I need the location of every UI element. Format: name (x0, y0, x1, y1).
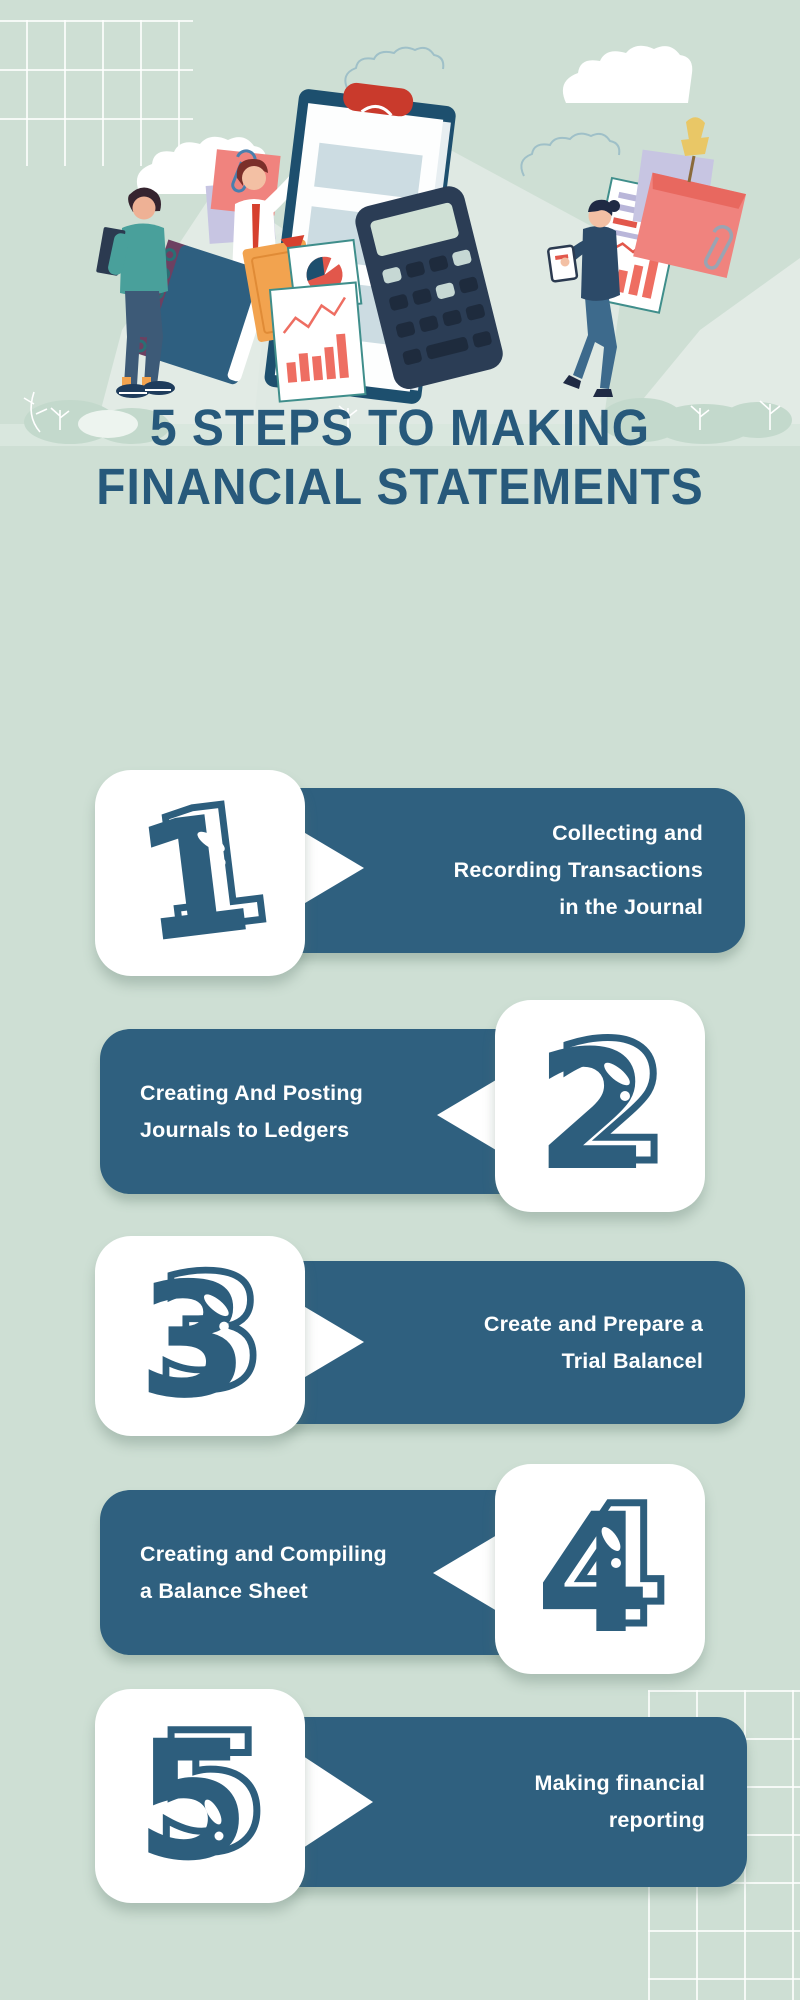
page-title-line1: 5 STEPS TO MAKING (150, 399, 650, 456)
svg-text:3: 3 (155, 1242, 265, 1426)
pushpin-icon (681, 117, 709, 183)
clipboard-clip (343, 82, 414, 117)
svg-text:1: 1 (126, 777, 262, 980)
step-1-number-card: 1 1 (95, 763, 305, 980)
step-5-number: 5 5 (136, 1694, 272, 1898)
step-3-label-line2: Trial Balancel (561, 1348, 703, 1373)
svg-text:2: 2 (536, 1015, 651, 1207)
step-1-label-line3: in the Journal (559, 895, 703, 919)
bushes (23, 391, 792, 444)
svg-text:3: 3 (138, 1250, 248, 1434)
svg-text:4: 4 (536, 1478, 651, 1670)
step-3-number: 3 3 (138, 1239, 269, 1434)
step-2-pointer (437, 1077, 501, 1153)
step-4-pointer (433, 1535, 497, 1611)
calculator (355, 186, 503, 390)
step-5-label-line2: reporting (608, 1808, 705, 1832)
step-2-number-card: 2 2 (495, 1000, 705, 1212)
step-3-number-card: 3 3 (95, 1236, 305, 1436)
svg-text:1: 1 (142, 767, 278, 970)
businessman-left (96, 187, 175, 398)
step-5-number-card: 5 5 (95, 1689, 305, 1903)
sticky-notes-right (632, 117, 747, 278)
step-4-label-line2: a Balance Sheet (140, 1578, 308, 1603)
ground (0, 424, 800, 446)
svg-text:5: 5 (154, 1697, 269, 1889)
page-title: 5 STEPS TO MAKING FINANCIAL STATEMENTS (0, 398, 800, 516)
paperclip-icon-right (704, 225, 734, 270)
step-1-number: 1 1 (126, 763, 282, 980)
svg-text:2: 2 (554, 1007, 669, 1199)
step-5-label-line1: Making financial (534, 1771, 705, 1795)
step-2-label-line1: Creating And Posting (140, 1080, 363, 1105)
page-title-line2: FINANCIAL STATEMENTS (96, 458, 704, 515)
step-4-number: 4 4 (536, 1467, 672, 1671)
step-4-label-line1: Creating and Compiling (140, 1541, 387, 1566)
step-3-label-line1: Create and Prepare a (483, 1311, 703, 1336)
bar-chart-paper (268, 281, 367, 403)
calculator-screen (370, 202, 459, 257)
businesswoman-right (547, 199, 620, 397)
step-3-pointer (300, 1304, 364, 1380)
step-1-pointer (300, 830, 364, 906)
header-illustration (0, 45, 800, 446)
step-2-label-line2: Journals to Ledgers (140, 1117, 350, 1142)
step-1-label-line2: Recording Transactions (453, 858, 703, 882)
step-1-label-line1: Collecting and (552, 821, 703, 845)
step-2-number: 2 2 (536, 1004, 672, 1208)
svg-text:4: 4 (554, 1470, 669, 1662)
grid-pattern-top-left (0, 20, 193, 166)
svg-text:5: 5 (136, 1705, 251, 1897)
step-5-pointer (303, 1756, 373, 1848)
step-4-number-card: 4 4 (495, 1464, 705, 1674)
